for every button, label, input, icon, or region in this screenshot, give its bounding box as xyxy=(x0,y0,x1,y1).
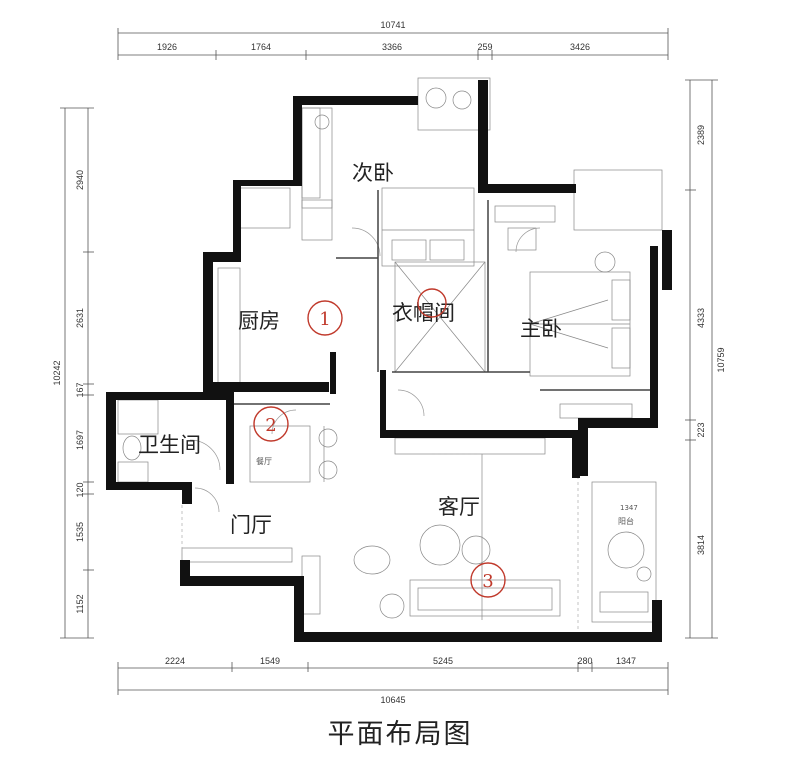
bottom-dim-3: 5245 xyxy=(433,656,453,666)
marker-1: 1 xyxy=(307,300,343,336)
marker-3: 3 xyxy=(470,562,506,598)
marker-closet xyxy=(417,288,447,318)
door-swings xyxy=(189,227,541,513)
top-dim-3: 3366 xyxy=(382,42,402,52)
left-dimension-lines xyxy=(60,107,94,639)
dashed-lines xyxy=(181,453,579,630)
bottom-dim-1: 2224 xyxy=(165,656,185,666)
top-dim-2: 1764 xyxy=(251,42,271,52)
left-dim-2: 2631 xyxy=(75,308,85,328)
room-label-walk-in-closet: 衣帽间 xyxy=(392,301,455,325)
balcony-width-label: 1347 xyxy=(620,504,638,512)
top-dimension-lines xyxy=(117,28,669,60)
marker-3-number: 3 xyxy=(482,571,493,592)
room-label-kitchen: 厨房 xyxy=(238,309,280,333)
left-total-dim: 10242 xyxy=(52,360,62,385)
bottom-dim-4: 280 xyxy=(577,656,592,666)
left-dim-5: 120 xyxy=(75,482,85,497)
top-dim-1: 1926 xyxy=(157,42,177,52)
marker-1-number: 1 xyxy=(319,309,330,330)
bottom-dim-5: 1347 xyxy=(616,656,636,666)
marker-2-number: 2 xyxy=(265,415,276,436)
right-dimension-lines xyxy=(685,79,718,639)
right-dim-3: 223 xyxy=(696,422,706,437)
room-label-balcony: 阳台 xyxy=(618,516,634,526)
bottom-dim-2: 1549 xyxy=(260,656,280,666)
left-dim-4: 1697 xyxy=(75,430,85,450)
left-dim-6: 1535 xyxy=(75,522,85,542)
left-dim-1: 2940 xyxy=(75,170,85,190)
right-dim-1: 2389 xyxy=(696,125,706,145)
interior-fixtures xyxy=(117,77,663,623)
marker-2: 2 xyxy=(253,406,289,442)
bottom-dimension-lines xyxy=(117,662,669,695)
top-dim-5: 3426 xyxy=(570,42,590,52)
left-dim-3: 167 xyxy=(75,382,85,397)
room-label-dining: 餐厅 xyxy=(256,457,272,466)
top-total-dim: 10741 xyxy=(380,20,405,30)
walls xyxy=(106,80,672,642)
right-dim-4: 3814 xyxy=(696,535,706,555)
top-dim-4: 259 xyxy=(477,42,492,52)
partitions xyxy=(234,190,650,405)
plan-title: 平面布局图 xyxy=(327,719,473,750)
room-label-entrance: 门厅 xyxy=(230,513,272,537)
room-label-master-bedroom: 主卧 xyxy=(520,317,562,341)
room-label-bathroom: 卫生间 xyxy=(138,433,201,457)
right-total-dim: 10759 xyxy=(716,347,726,372)
right-dim-2: 4333 xyxy=(696,308,706,328)
room-label-living-room: 客厅 xyxy=(438,495,480,519)
room-label-second-bedroom: 次卧 xyxy=(352,161,394,185)
left-dim-7: 1152 xyxy=(75,594,85,613)
bottom-total-dim: 10645 xyxy=(380,695,405,705)
